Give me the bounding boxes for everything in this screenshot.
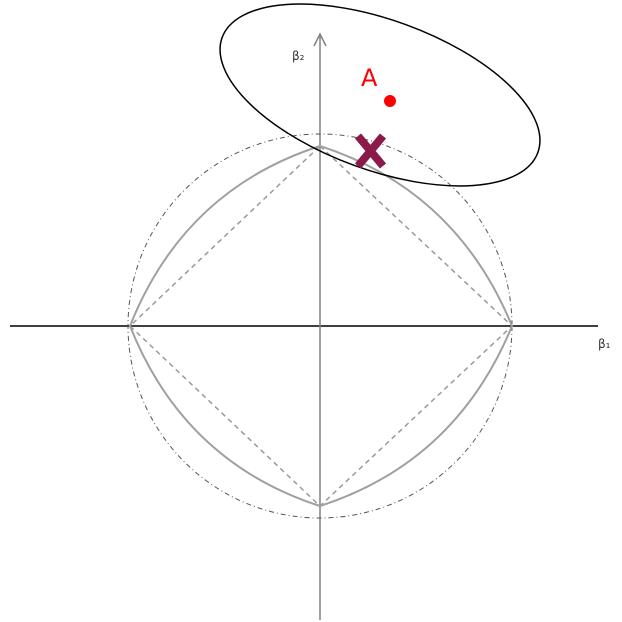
cross-mark-icon <box>354 133 387 169</box>
x-axis-label: β₁ <box>598 337 611 351</box>
y-axis-label: β₂ <box>292 49 305 63</box>
point-a-label: A <box>361 64 378 92</box>
elastic-net-boundary <box>128 144 514 508</box>
error-contour-ellipse <box>219 3 541 187</box>
y-axis-arrow-icon <box>313 32 327 47</box>
point-a-icon <box>384 95 396 107</box>
